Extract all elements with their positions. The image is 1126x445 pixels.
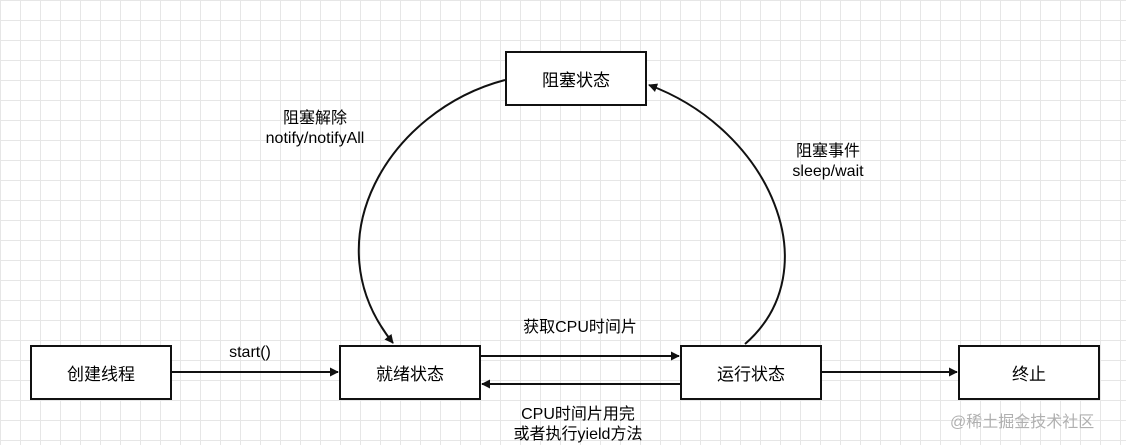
node-ready-label: 就绪状态: [376, 365, 444, 384]
node-terminated-label: 终止: [1012, 365, 1046, 384]
watermark: @稀土掘金技术社区: [950, 414, 1095, 431]
edge-label-get-cpu: 获取CPU时间片: [523, 319, 637, 336]
node-create-thread-label: 创建线程: [67, 365, 135, 384]
edge-label-cpu-done-line1: CPU时间片用完: [521, 406, 635, 423]
edge-label-block-event-line2: sleep/wait: [792, 163, 864, 180]
edge-unblock: [357, 79, 506, 344]
edge-label-unblock-line2: notify/notifyAll: [265, 130, 365, 147]
node-running: 运行状态: [680, 345, 822, 400]
node-running-label: 运行状态: [717, 365, 785, 384]
edge-label-unblock: 阻塞解除 notify/notifyAll: [240, 109, 390, 149]
edge-label-start: start(): [229, 344, 271, 361]
edge-block-event: [648, 83, 786, 345]
edge-label-block-event-line1: 阻塞事件: [795, 143, 860, 160]
node-ready: 就绪状态: [339, 345, 481, 400]
edge-label-cpu-done: CPU时间片用完 或者执行yield方法: [478, 405, 678, 445]
node-create-thread: 创建线程: [30, 345, 172, 400]
node-blocked-label: 阻塞状态: [542, 71, 610, 90]
edge-label-unblock-line1: 阻塞解除: [282, 110, 347, 127]
node-terminated: 终止: [958, 345, 1100, 400]
edge-label-block-event: 阻塞事件 sleep/wait: [768, 142, 888, 182]
node-blocked: 阻塞状态: [505, 51, 647, 106]
edge-label-cpu-done-line2: 或者执行yield方法: [513, 426, 643, 443]
